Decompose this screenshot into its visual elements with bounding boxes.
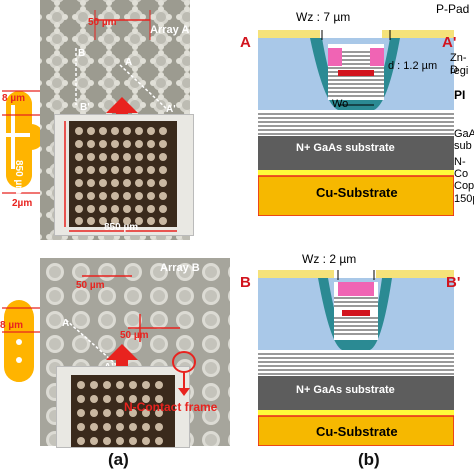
section-b2-label: B' — [446, 274, 461, 291]
array-a-zoom — [54, 114, 194, 236]
red-arrow-icon — [106, 344, 138, 376]
section-a-label: A — [240, 34, 251, 51]
dim-8um-a: 8 µm — [2, 93, 25, 104]
section-a2-label: A' — [442, 34, 457, 51]
copper-label-2: 150µ — [454, 193, 474, 205]
wz-label-top: Wz : 7 µm — [296, 10, 351, 24]
cross-section-top — [258, 30, 454, 216]
panel-a-caption: (a) — [108, 450, 129, 469]
substrate-label-bottom: N+ GaAs substrate — [296, 384, 395, 396]
panel-b-caption: (b) — [358, 450, 380, 469]
ncontact-frame-label: N-Contact frame — [124, 400, 218, 414]
wz-label-bottom: Wz : 2 µm — [302, 252, 357, 266]
cu-label-bottom: Cu-Substrate — [316, 424, 398, 439]
dim-50-a: 50 µm — [76, 280, 105, 291]
cu-label-top: Cu-Substrate — [316, 185, 398, 200]
ncontact-frame-marker — [172, 351, 196, 396]
gaas-label-2: sub — [454, 140, 472, 152]
wo-label: Wo — [332, 98, 349, 110]
ncontact-label-top: N-Co — [454, 156, 469, 180]
pi-label: PI — [454, 88, 466, 102]
dim-850-horizontal: 850 µm — [104, 222, 139, 233]
label-a-bottom: A' — [166, 104, 176, 115]
side-detail-top — [2, 90, 44, 194]
panel-b-bottom: Wz : 2 µm B B' N+ GaAs substrate Cu-Subs… — [240, 240, 474, 470]
label-a-top: A — [125, 57, 133, 68]
label-a2-top: A — [62, 318, 70, 329]
label-b-bottom: B' — [80, 102, 90, 113]
zn-label: Zn-D — [450, 52, 467, 76]
panel-b-top: Wz : 7 µm P-Pad A A' Zn-D regi d : 1.2 µ… — [240, 0, 474, 220]
section-b-label: B — [240, 274, 251, 291]
copper-label-1: Copp — [454, 180, 474, 192]
ppad-label: P-Pad — [436, 2, 470, 16]
array-b-zoom — [56, 366, 190, 448]
gaas-label-1: GaA — [454, 128, 474, 140]
dim-top-b: 50 µm — [88, 17, 117, 28]
d-label: d : 1.2 µm — [388, 60, 438, 72]
substrate-label-top: N+ GaAs substrate — [296, 142, 395, 154]
dim-2um: 2µm — [12, 198, 33, 209]
side-detail-bottom — [2, 300, 40, 382]
region-label: regi — [450, 65, 469, 77]
dim-8um-b: 8 µm — [0, 320, 23, 331]
array-a-label: Array A — [150, 24, 190, 36]
cross-section-bottom — [258, 270, 454, 446]
label-b-top: B — [78, 48, 86, 59]
dim-50-b: 50 µm — [120, 330, 149, 341]
panel-a: 8 µm 2µm 8 µm — [0, 0, 230, 469]
red-arrow-icon — [106, 97, 138, 129]
dim-850-vertical: 850 µm — [13, 160, 24, 195]
array-b-label: Array B — [160, 262, 200, 274]
